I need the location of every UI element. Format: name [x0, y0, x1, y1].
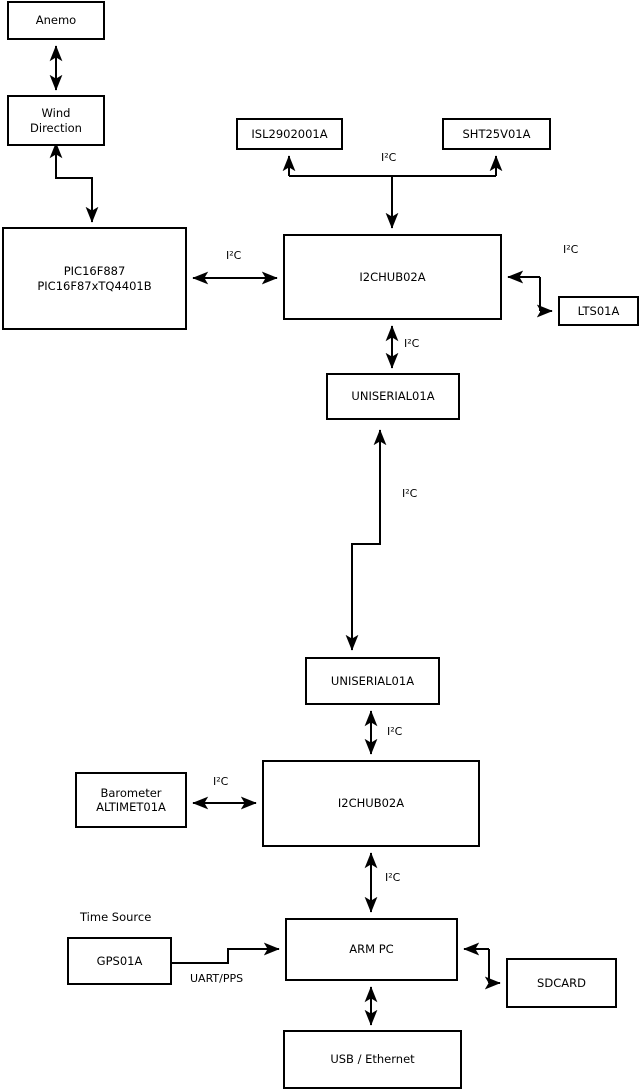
node-gps01a[interactable]: GPS01A	[67, 937, 172, 985]
edge-label-pic-hub-i2c: I²C	[226, 249, 242, 262]
node-pic-microcontroller[interactable]: PIC16F887 PIC16F87xTQ4401B	[2, 227, 187, 330]
node-lts01a-label: LTS01A	[577, 303, 620, 318]
edge-label-hub-armpc-i2c: I²C	[385, 871, 401, 884]
node-uniserial01a-bottom[interactable]: UNISERIAL01A	[305, 657, 440, 705]
edge-wind-pic	[49, 142, 99, 223]
edge-label-isl-sht-i2c: I²C	[381, 151, 397, 164]
node-sdcard[interactable]: SDCARD	[506, 958, 617, 1008]
edge-uniserial-link-jog	[345, 543, 381, 651]
node-isl2902001a[interactable]: ISL2902001A	[236, 118, 343, 150]
node-anemo-label: Anemo	[35, 13, 77, 28]
node-wind-direction[interactable]: Wind Direction	[7, 95, 105, 146]
node-sht25v01a-label: SHT25V01A	[462, 126, 531, 141]
node-i2chub02a-top-label: I2CHUB02A	[359, 269, 426, 284]
edge-label-barometer-hub-i2c: I²C	[213, 775, 229, 788]
edge-label-hub-uniserial-i2c: I²C	[404, 337, 420, 350]
edge-label-uniserial-hub-i2c: I²C	[387, 725, 403, 738]
node-arm-pc[interactable]: ARM PC	[285, 918, 458, 981]
node-barometer-altimet01a[interactable]: Barometer ALTIMET01A	[75, 772, 187, 828]
node-lts01a[interactable]: LTS01A	[558, 296, 639, 326]
node-pic-microcontroller-label: PIC16F887 PIC16F87xTQ4401B	[37, 264, 152, 293]
node-isl2902001a-label: ISL2902001A	[251, 126, 328, 141]
node-usb-ethernet-label: USB / Ethernet	[330, 1052, 415, 1067]
node-i2chub02a-bottom-label: I2CHUB02A	[337, 796, 405, 811]
edge-label-hub-lts-i2c: I²C	[563, 243, 579, 256]
node-i2chub02a-bottom[interactable]: I2CHUB02A	[262, 760, 480, 847]
edge-label-gps-armpc-uart-pps: UART/PPS	[190, 972, 244, 985]
node-sdcard-label: SDCARD	[537, 975, 586, 990]
node-uniserial01a-top-label: UNISERIAL01A	[351, 389, 435, 404]
node-barometer-altimet01a-label: Barometer ALTIMET01A	[96, 785, 166, 814]
node-gps01a-label: GPS01A	[96, 953, 143, 968]
edge-label-uniserial-link-i2c: I²C	[402, 487, 418, 500]
label-time-source: Time Source	[80, 910, 152, 924]
node-uniserial01a-bottom-label: UNISERIAL01A	[330, 673, 415, 688]
node-i2chub02a-top[interactable]: I2CHUB02A	[283, 234, 502, 320]
edge-gps-armpc	[172, 942, 280, 964]
node-usb-ethernet[interactable]: USB / Ethernet	[283, 1030, 462, 1089]
node-wind-direction-label: Wind Direction	[30, 106, 82, 135]
node-arm-pc-label: ARM PC	[349, 942, 394, 957]
node-uniserial01a-top[interactable]: UNISERIAL01A	[326, 373, 460, 420]
node-anemo[interactable]: Anemo	[7, 1, 105, 40]
node-sht25v01a[interactable]: SHT25V01A	[442, 118, 551, 150]
